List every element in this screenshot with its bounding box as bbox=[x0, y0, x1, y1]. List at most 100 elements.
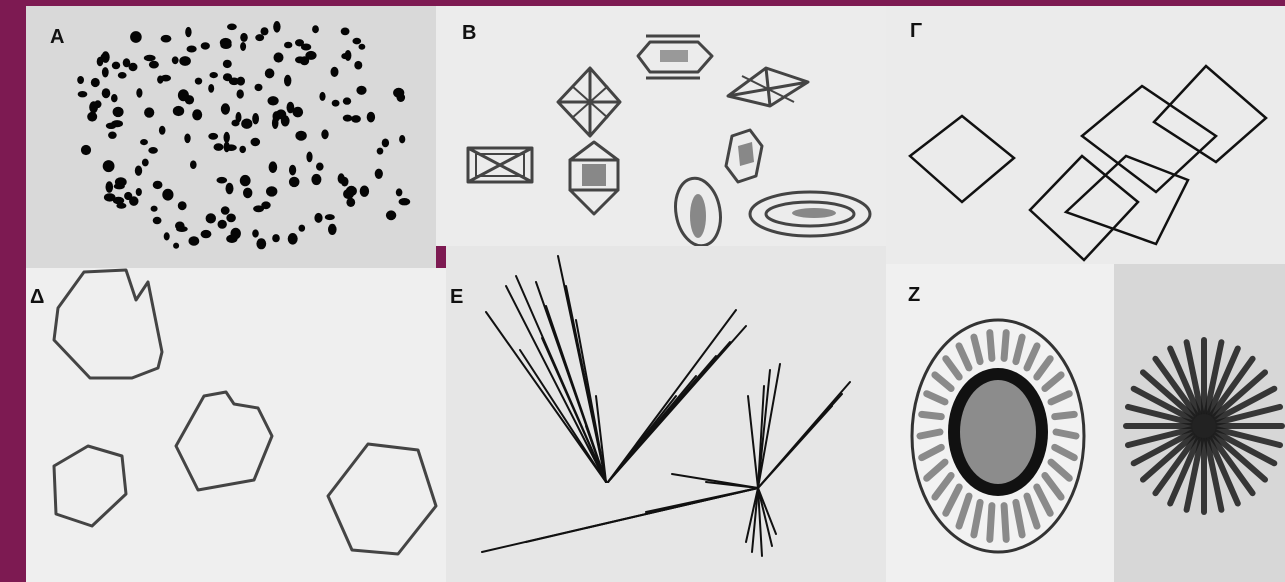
dot bbox=[299, 225, 306, 232]
dot bbox=[272, 117, 279, 129]
panel-z-micrograph bbox=[1114, 264, 1285, 582]
dot bbox=[356, 86, 366, 95]
dot bbox=[316, 163, 324, 171]
panel-e: E bbox=[446, 246, 886, 582]
needle bbox=[646, 488, 758, 512]
dot bbox=[284, 75, 291, 87]
dot bbox=[103, 160, 115, 172]
panel-e-label: E bbox=[450, 286, 463, 309]
dot bbox=[241, 119, 252, 129]
dot bbox=[306, 152, 312, 163]
dot bbox=[149, 61, 159, 69]
dot bbox=[115, 177, 127, 187]
rhomb-3 bbox=[1154, 66, 1266, 162]
dot bbox=[287, 102, 295, 114]
crystal-octahedron bbox=[558, 68, 620, 136]
dot bbox=[142, 159, 149, 167]
dot bbox=[224, 142, 230, 153]
dot bbox=[399, 135, 405, 143]
dot bbox=[295, 56, 305, 63]
dot bbox=[187, 46, 197, 53]
radial-micrograph bbox=[1114, 264, 1285, 582]
dot bbox=[288, 233, 298, 245]
dot bbox=[252, 113, 259, 124]
dot bbox=[325, 214, 335, 220]
needle bbox=[758, 406, 832, 488]
dot bbox=[319, 92, 325, 101]
dot bbox=[314, 213, 322, 223]
dot bbox=[173, 106, 184, 116]
dot bbox=[261, 201, 270, 209]
dot bbox=[184, 134, 190, 144]
dot bbox=[301, 44, 311, 51]
dot bbox=[178, 89, 189, 101]
dot bbox=[399, 198, 411, 205]
dot bbox=[220, 41, 231, 49]
needle bbox=[608, 422, 656, 482]
dot bbox=[108, 132, 117, 139]
dot bbox=[226, 183, 234, 195]
dot bbox=[231, 120, 239, 127]
dot bbox=[351, 115, 361, 123]
dot bbox=[240, 175, 251, 186]
dot bbox=[224, 132, 230, 143]
dot bbox=[272, 234, 280, 242]
radial-center bbox=[1192, 414, 1216, 438]
panel-gamma: Γ bbox=[886, 6, 1285, 264]
dot bbox=[106, 123, 117, 129]
dot bbox=[91, 78, 100, 87]
dot bbox=[189, 236, 200, 246]
dot bbox=[377, 148, 384, 155]
rosette-spoke bbox=[990, 506, 992, 540]
rosette-spoke bbox=[1055, 414, 1075, 416]
panel-delta: Δ bbox=[26, 268, 446, 582]
dot bbox=[274, 52, 284, 62]
dot bbox=[111, 94, 118, 102]
rosette-spoke bbox=[920, 432, 940, 436]
dot bbox=[208, 133, 218, 140]
dot bbox=[312, 25, 319, 33]
dot bbox=[243, 188, 252, 199]
dot bbox=[345, 50, 352, 61]
dot bbox=[218, 220, 227, 229]
dot bbox=[102, 67, 109, 77]
panel-z-label: Z bbox=[908, 284, 920, 307]
dot bbox=[135, 166, 142, 176]
dot bbox=[255, 84, 263, 91]
dot bbox=[157, 76, 163, 84]
needle bbox=[748, 396, 758, 488]
dot bbox=[229, 78, 240, 86]
dot bbox=[396, 188, 403, 196]
panel-b: B bbox=[436, 6, 886, 246]
dot bbox=[201, 230, 212, 238]
dot bbox=[118, 72, 127, 79]
dot bbox=[214, 143, 224, 151]
dot bbox=[305, 51, 316, 60]
dot bbox=[206, 213, 216, 223]
dot bbox=[268, 96, 279, 105]
dot bbox=[179, 56, 191, 66]
dot bbox=[240, 42, 246, 51]
dot bbox=[81, 145, 91, 155]
dot bbox=[113, 107, 124, 117]
hexagon-notched-large bbox=[54, 270, 162, 378]
dot bbox=[130, 31, 142, 43]
dot bbox=[354, 61, 362, 70]
crystal-hexagonal-tablet bbox=[638, 36, 712, 78]
crystal-flat-octahedron bbox=[728, 68, 808, 106]
rosette-spoke bbox=[1004, 333, 1006, 359]
dot bbox=[161, 35, 172, 43]
dot bbox=[178, 201, 187, 210]
dot bbox=[251, 138, 261, 146]
dot bbox=[104, 193, 116, 201]
dot bbox=[210, 72, 218, 78]
hexagon-large bbox=[328, 444, 436, 554]
dots-drawing bbox=[26, 6, 436, 268]
needle bbox=[542, 338, 606, 482]
dot bbox=[144, 107, 154, 117]
crystal-ellipse bbox=[750, 192, 870, 236]
dot bbox=[367, 112, 375, 123]
rosette-spoke bbox=[1004, 506, 1006, 540]
dot bbox=[112, 62, 120, 70]
rhomb-2 bbox=[1082, 86, 1216, 192]
